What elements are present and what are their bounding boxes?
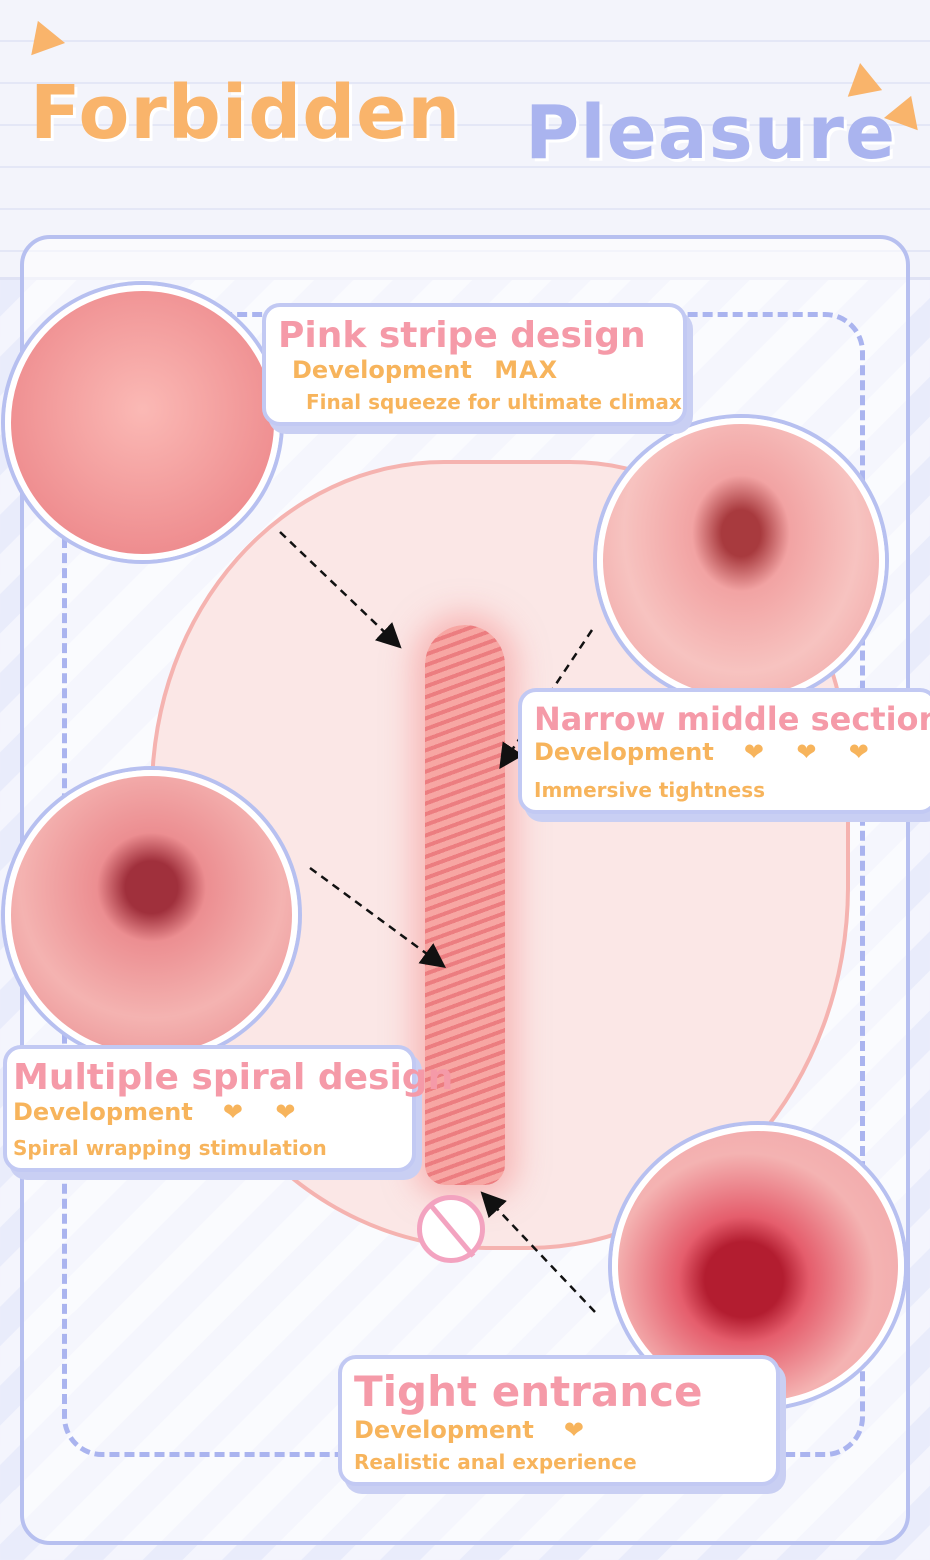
callout-subtitle: Final squeeze for ultimate climax xyxy=(306,390,682,414)
callout-subtitle: Immersive tightness xyxy=(534,778,766,802)
title-forbidden: Forbidden xyxy=(30,70,462,156)
censor-icon xyxy=(417,1195,485,1263)
callout-heading: Narrow middle section xyxy=(534,700,930,738)
callout-heading: Multiple spiral design xyxy=(13,1057,454,1098)
development-hearts: ❤ ❤ xyxy=(222,1098,308,1126)
arrow-3 xyxy=(309,866,447,968)
callout-subtitle: Realistic anal experience xyxy=(354,1450,637,1474)
callout-entrance: Tight entrance Development ❤ Realistic an… xyxy=(338,1355,780,1486)
development-hearts: ❤ xyxy=(563,1416,596,1444)
detail-circle-narrow-middle xyxy=(597,418,885,703)
callout-narrow-middle: Narrow middle section Development ❤ ❤ ❤ I… xyxy=(518,688,930,814)
detail-circle-pink-stripe xyxy=(5,285,280,560)
arrow-4 xyxy=(480,1191,596,1313)
development-label: Development xyxy=(13,1098,193,1126)
callout-spiral: Multiple spiral design Development ❤ ❤ Sp… xyxy=(3,1045,454,1172)
callout-subtitle: Spiral wrapping stimulation xyxy=(13,1136,327,1160)
development-level: MAX xyxy=(494,356,559,384)
development-hearts: ❤ ❤ ❤ xyxy=(743,738,881,766)
callout-heading: Tight entrance xyxy=(354,1367,703,1416)
callout-pink-stripe: Pink stripe design Development MAX Final… xyxy=(262,303,687,426)
development-label: Development xyxy=(534,738,714,766)
callout-heading: Pink stripe design xyxy=(278,315,646,356)
header-banner: Forbidden Pleasure xyxy=(0,0,930,280)
detail-circle-spiral xyxy=(5,770,298,1060)
title-pleasure: Pleasure xyxy=(525,90,897,176)
arrow-1 xyxy=(279,531,402,649)
development-label: Development xyxy=(354,1416,534,1444)
inner-channel-illustration xyxy=(425,625,505,1185)
development-label: Development xyxy=(292,356,472,384)
